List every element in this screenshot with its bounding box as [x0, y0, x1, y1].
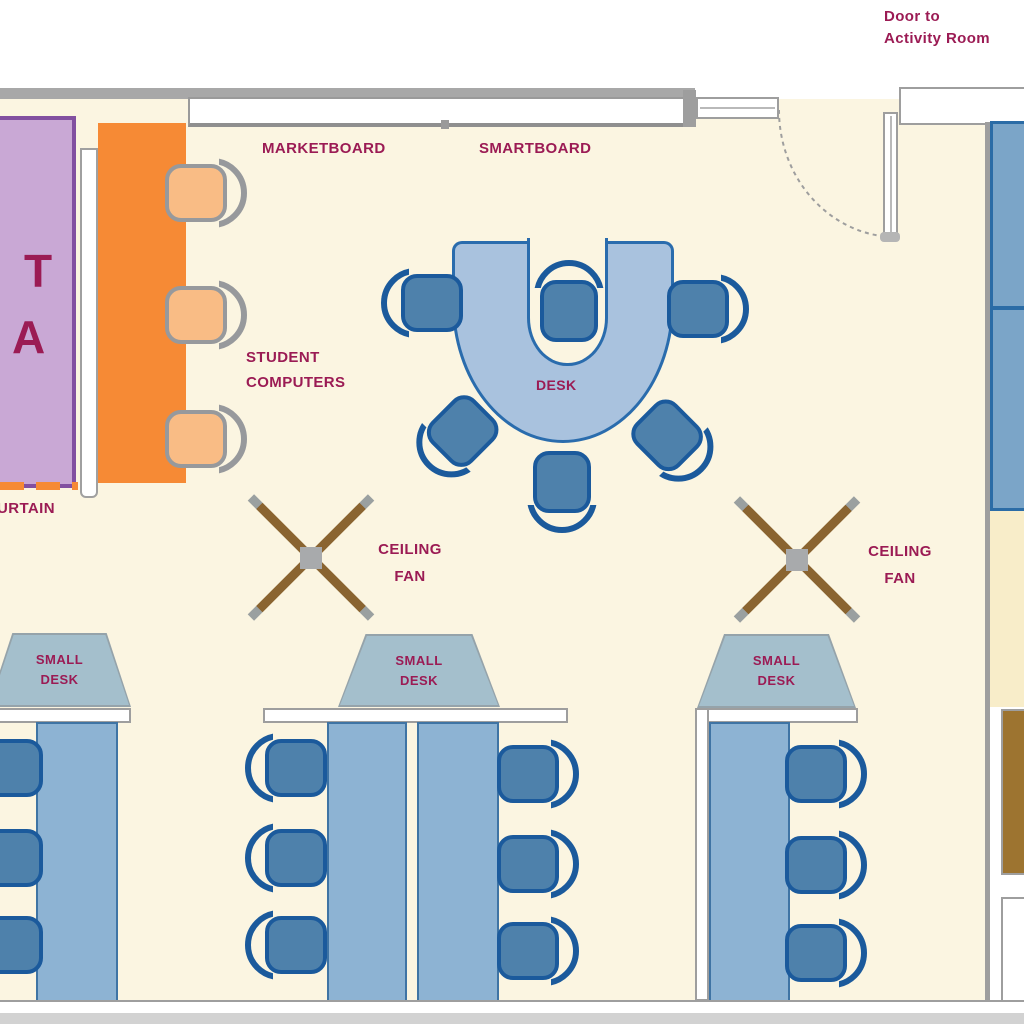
door-leaf-closed [696, 97, 779, 119]
door-swing-arc [777, 109, 892, 238]
chair [0, 826, 45, 896]
top-wall [0, 88, 695, 99]
divider-wall [80, 148, 98, 498]
ceiling-fan-icon [733, 496, 861, 623]
student-computers-label: STUDENT COMPUTERS [246, 349, 346, 391]
desk-label: DESK [536, 377, 577, 393]
chair [163, 155, 251, 225]
curtain-label: URTAIN [0, 500, 55, 517]
chair [0, 736, 45, 806]
wall-cabinets [990, 121, 1024, 511]
outside-area [990, 511, 1024, 707]
quiet-area-letter: A [12, 311, 46, 363]
small-desk-label: SMALL [395, 652, 443, 668]
ceiling-fan-icon [247, 494, 375, 621]
small-desk-label: SMALL [752, 653, 801, 668]
curtain-line [0, 482, 78, 490]
student-table [709, 722, 790, 1002]
student-table [36, 722, 118, 1002]
chair [241, 826, 329, 896]
quiet-area [0, 116, 76, 488]
top-right-wall [899, 87, 1024, 125]
bottom-margin [0, 1013, 1024, 1024]
cabinet-divider [993, 306, 1024, 310]
right-wall [985, 122, 990, 1003]
chair [665, 271, 753, 341]
chair [163, 277, 251, 347]
small-desk-label: SMALL [35, 652, 84, 667]
storage-cabinet [1001, 709, 1024, 875]
chair [495, 736, 583, 806]
chair [783, 736, 871, 806]
small-desk-label: DESK [757, 673, 796, 688]
table-screen [695, 708, 858, 723]
chair [783, 915, 871, 985]
small-desk: SMALL DESK [338, 634, 500, 707]
small-desk-label: DESK [399, 672, 439, 688]
door-leaf-open [883, 112, 898, 238]
chair [0, 913, 45, 983]
small-desk: SMALL DESK [697, 634, 856, 708]
ceiling-fan-label: CEILING FAN [868, 543, 932, 587]
chair [163, 401, 251, 471]
wall-endcap [683, 90, 696, 127]
chair [241, 736, 329, 806]
outside-fixture [1001, 897, 1024, 1002]
small-desk: SMALL DESK [0, 633, 131, 707]
student-table [327, 722, 407, 1002]
small-desk-label: DESK [40, 672, 79, 687]
student-table [417, 722, 499, 1002]
smartboard-whiteboard [188, 97, 693, 127]
chair [783, 827, 871, 897]
table-screen [263, 708, 568, 723]
door-handle [880, 232, 900, 242]
ceiling-fan-label: CEILING FAN [378, 541, 442, 585]
chair [495, 913, 583, 983]
marketboard-label: MARKETBOARD [262, 140, 386, 157]
chair [531, 256, 601, 344]
chair [495, 826, 583, 896]
table-screen-side [695, 708, 709, 1001]
table-screen [0, 708, 131, 723]
chair [241, 913, 329, 983]
chair [527, 449, 600, 537]
chair [377, 271, 465, 341]
smartboard-label: SMARTBOARD [479, 140, 592, 157]
quiet-area-letter: T [24, 245, 53, 297]
bottom-wall [0, 1000, 1024, 1013]
door-to-activity-room-label: Door to Activity Room [884, 8, 991, 47]
board-divider-tick [441, 120, 449, 129]
